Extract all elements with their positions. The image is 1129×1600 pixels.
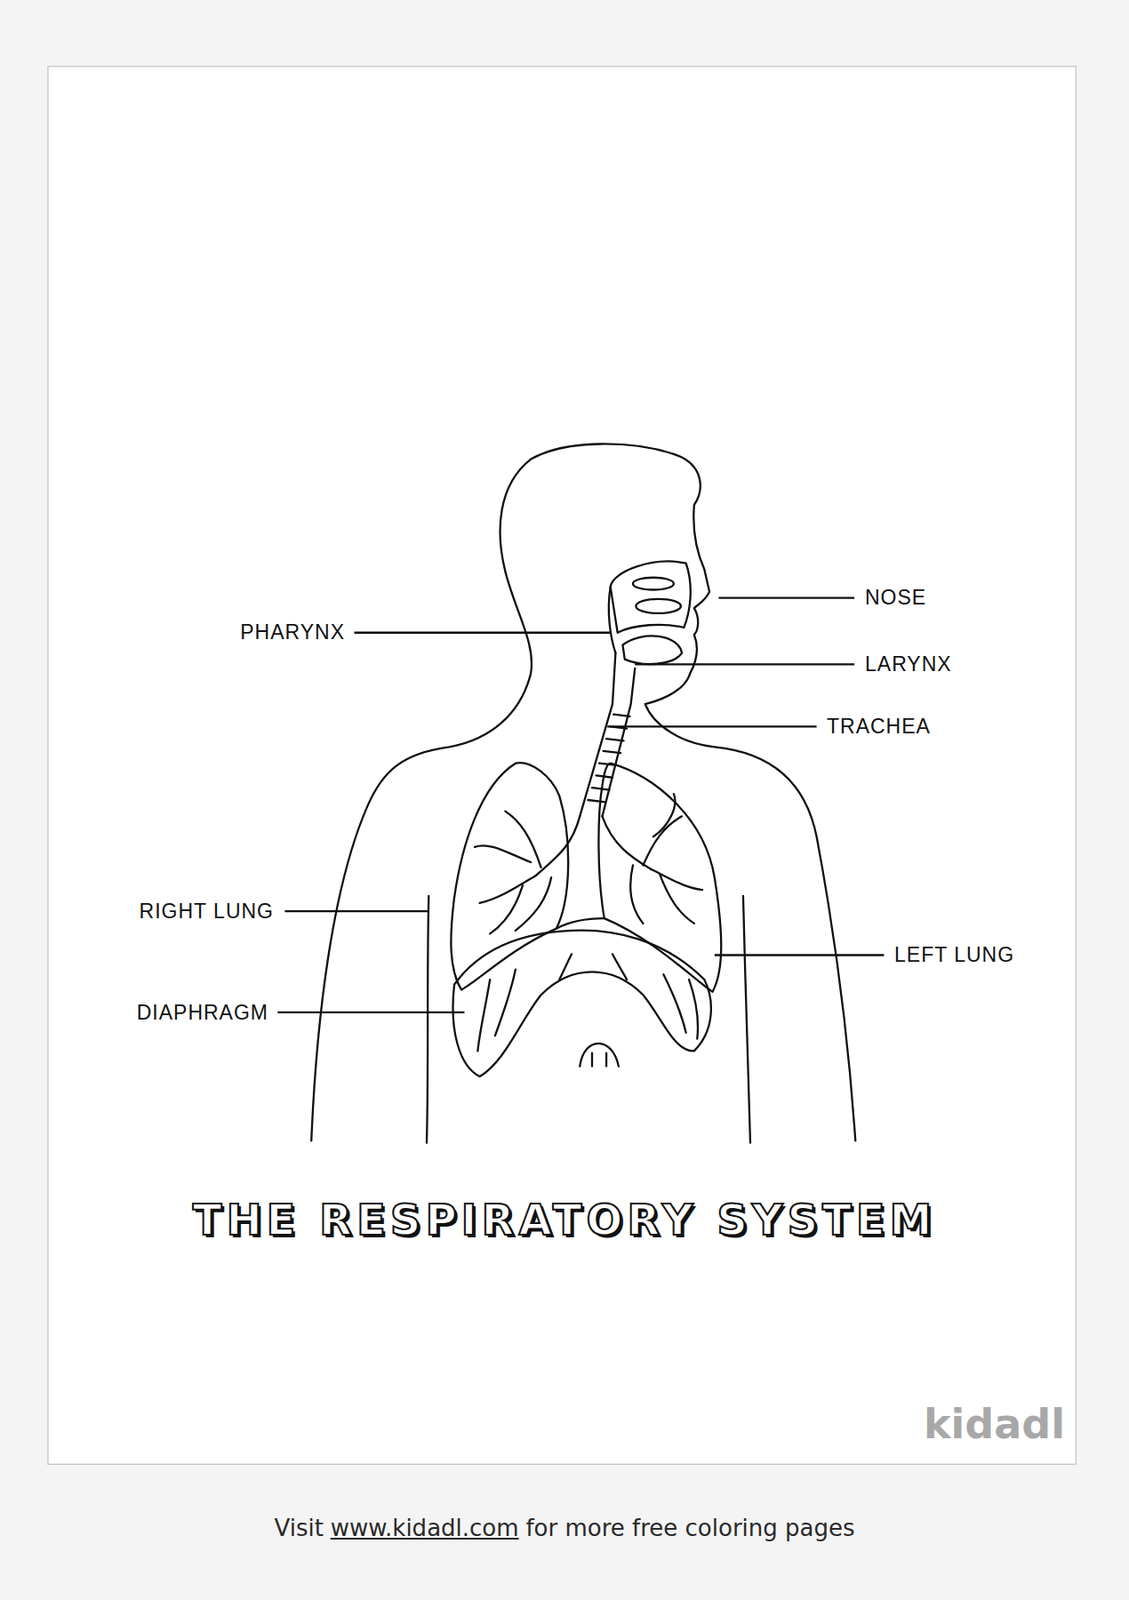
leader-line: [718, 597, 855, 600]
trachea: [601, 668, 635, 817]
leader-line: [277, 1011, 465, 1014]
body-outline: [311, 443, 856, 1141]
part-label: LEFT LUNG: [894, 944, 1015, 966]
part-label: DIAPHRAGM: [136, 1002, 269, 1024]
part-label: RIGHT LUNG: [139, 901, 274, 922]
diaphragm-fibres: [477, 953, 698, 1051]
nasal-concha: [635, 599, 681, 614]
footer-text: for more free coloring pages: [525, 1514, 855, 1543]
lung-veins: [474, 811, 552, 935]
torso-side: [426, 896, 429, 1144]
watermark: kidadl: [923, 1403, 1065, 1445]
page-frame: [48, 66, 1076, 1466]
part-label: NOSE: [864, 587, 927, 609]
lung-veins: [630, 793, 703, 924]
right-lung: [450, 762, 569, 990]
leader-line: [607, 725, 817, 728]
part-label: PHARYNX: [240, 622, 345, 643]
leader-line: [634, 663, 855, 665]
bronchus: [536, 816, 580, 876]
diaphragm: [453, 930, 712, 1077]
diagram-title: THE RESPIRATORY SYSTEM: [0, 1198, 1129, 1242]
nasal-cavity: [610, 561, 691, 633]
leader-line: [353, 632, 610, 634]
trachea: [579, 653, 616, 817]
pharynx-wall: [608, 586, 617, 654]
footer-link: www.kidadl.com: [330, 1514, 520, 1543]
leader-line: [284, 910, 429, 913]
nasal-concha: [632, 577, 674, 591]
torso-side: [743, 896, 751, 1144]
part-label: LARYNX: [864, 654, 953, 675]
footer-text: Visit: [273, 1514, 323, 1543]
heart-gap: [556, 918, 605, 929]
footer-line: Visitwww.kidadl.comfor more free colorin…: [0, 1514, 1129, 1543]
leader-line: [714, 953, 885, 956]
left-lung: [598, 763, 721, 993]
oral-cavity: [622, 635, 682, 665]
spine: [579, 1043, 619, 1067]
part-label: TRACHEA: [826, 716, 931, 737]
